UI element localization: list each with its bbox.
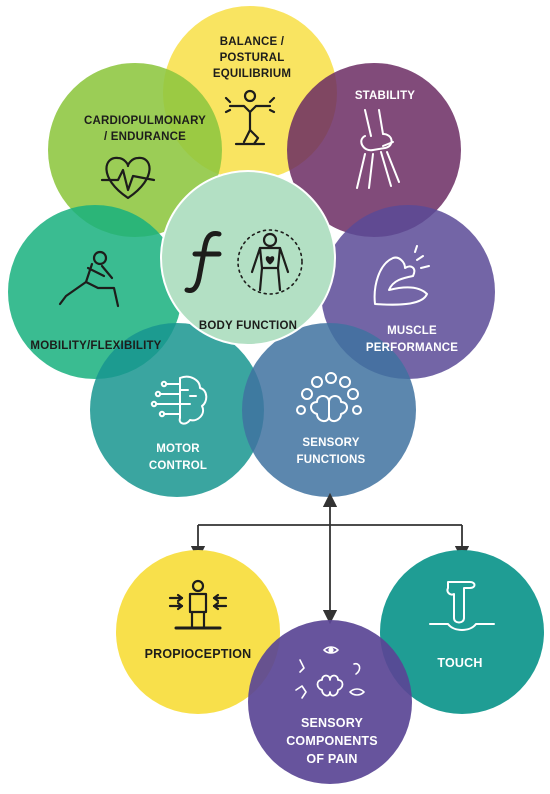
label-pain: SENSORY COMPONENTS OF PAIN — [286, 716, 378, 766]
label-cardio: CARDIOPULMONARY / ENDURANCE — [84, 115, 206, 143]
lunge-stretch-icon — [58, 250, 120, 308]
label-pain-line-3: OF PAIN — [306, 752, 357, 766]
label-balance-line-3: EQUILIBRIUM — [213, 68, 291, 80]
label-sensory-line-2: FUNCTIONS — [297, 454, 366, 466]
label-mobility: MOBILITY/FLEXIBILITY — [30, 340, 161, 352]
label-sensory: SENSORY FUNCTIONS — [297, 437, 366, 466]
label-proprioception: PROPIOCEPTION — [145, 647, 252, 661]
knee-joint-icon — [356, 109, 400, 189]
brain-circuit-icon — [150, 375, 208, 425]
label-stability: STABILITY — [355, 90, 415, 102]
label-balance-line-1: BALANCE / — [220, 36, 285, 48]
label-muscle-line-1: MUSCLE — [387, 325, 437, 337]
label-pain-line-2: COMPONENTS — [286, 734, 378, 748]
label-motor: MOTOR CONTROL — [149, 443, 207, 472]
circle-proprioception — [116, 550, 280, 714]
label-touch-text: TOUCH — [437, 656, 482, 670]
body-figure-icon — [237, 229, 303, 295]
label-mobility-line-1: MOBILITY/FLEXIBILITY — [30, 340, 161, 352]
balance-person-icon — [224, 89, 276, 146]
circle-cardio — [48, 63, 222, 237]
label-body-function: BODY FUNCTION — [199, 320, 297, 332]
label-stability-line-1: STABILITY — [355, 90, 415, 102]
circle-touch — [380, 550, 544, 714]
label-touch: TOUCH — [437, 656, 482, 670]
label-cardio-line-1: CARDIOPULMONARY — [84, 115, 206, 127]
heart-pulse-icon — [100, 156, 156, 200]
brain-senses-icon — [296, 372, 362, 422]
label-motor-line-2: CONTROL — [149, 460, 207, 472]
label-balance: BALANCE / POSTURAL EQUILIBRIUM — [213, 36, 291, 80]
label-muscle-line-2: PERFORMANCE — [366, 342, 458, 354]
label-motor-line-1: MOTOR — [156, 443, 200, 455]
label-sensory-line-1: SENSORY — [302, 437, 359, 449]
circle-body-function — [160, 170, 336, 346]
circle-motor — [90, 323, 264, 497]
label-muscle: MUSCLE PERFORMANCE — [366, 325, 458, 354]
label-pain-line-1: SENSORY — [301, 716, 364, 730]
pain-senses-icon — [295, 646, 365, 699]
subnode-circles — [116, 550, 544, 784]
label-balance-line-2: POSTURAL — [220, 52, 285, 64]
function-f-icon — [184, 231, 222, 293]
circle-pain — [248, 620, 412, 784]
connector-lines — [190, 492, 470, 625]
proprioception-person-icon — [168, 579, 228, 630]
touch-finger-icon — [429, 581, 495, 631]
flexed-arm-icon — [373, 245, 430, 306]
label-body-function-text: BODY FUNCTION — [199, 320, 297, 332]
label-proprioception-text: PROPIOCEPTION — [145, 647, 252, 661]
label-cardio-line-2: / ENDURANCE — [104, 131, 186, 143]
